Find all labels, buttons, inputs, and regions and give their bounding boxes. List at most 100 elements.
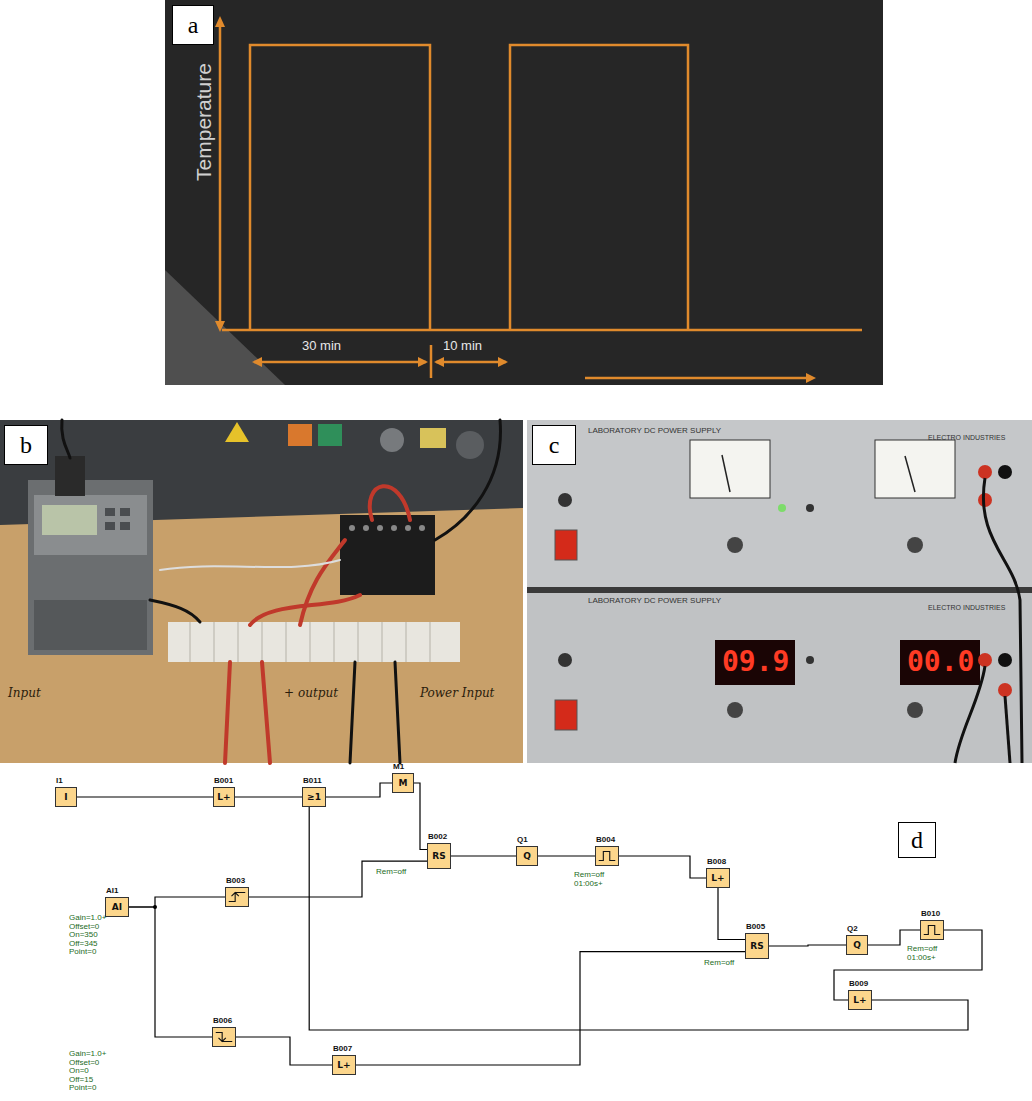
block-number: B009: [849, 979, 868, 988]
block-number: Q1: [517, 835, 528, 844]
temperature-cycle-chart-part: [222, 329, 862, 332]
axis-label: Temperature: [192, 63, 216, 181]
temperature-cycle-chart-part: [806, 373, 816, 383]
power-supply-photo-part: [875, 440, 955, 498]
board-marking: Power Input: [420, 686, 494, 700]
plc-photo: [190, 622, 430, 662]
panel-label-box: d: [898, 822, 936, 858]
block-symbol-line: [924, 926, 941, 935]
function-block: Q2Q: [846, 935, 868, 955]
temperature-cycle-chart: [220, 22, 862, 378]
front-panel-text: LABORATORY DC POWER SUPPLY: [588, 596, 721, 605]
panel-letter: d: [911, 827, 923, 854]
plc-photo-part: [168, 622, 460, 662]
plc-photo-part: [358, 622, 359, 662]
plc-photo-part: [456, 431, 484, 459]
plc-photo-part: [120, 522, 130, 530]
power-supply-photo-part: [998, 683, 1012, 697]
plc-photo-part: [190, 622, 191, 662]
function-block: B003Gain=1.0+ Offset=0 On=350 Off=345 Po…: [225, 887, 249, 907]
panel-label-box: b: [4, 425, 48, 465]
wire: [77, 796, 213, 797]
plc-photo-part: [363, 525, 369, 531]
block-symbol: M: [399, 778, 408, 788]
plc-photo-part: [350, 662, 355, 763]
block-symbol: RS: [750, 941, 763, 951]
block-number: B011: [303, 776, 322, 785]
block-symbol: ≥1: [307, 792, 321, 802]
plc-photo-part: [34, 495, 147, 555]
block-parameter: Gain=1.0+ Offset=0 On=350 Off=345 Point=…: [69, 914, 115, 957]
temperature-cycle-chart-part: [215, 321, 225, 332]
plc-photo-part: [160, 560, 340, 570]
power-supply-photo-part: [715, 640, 795, 685]
wire: [129, 907, 212, 1037]
plc-photo-part: [225, 422, 249, 442]
panel-letter: c: [549, 432, 560, 459]
block-number: B001: [214, 776, 233, 785]
temperature-cycle-chart: [215, 16, 816, 383]
block-number: Q2: [847, 924, 858, 933]
plc-photo-part: [120, 508, 130, 516]
plc-photo-part: [225, 662, 230, 763]
plc-photo: [62, 420, 501, 763]
plc-photo-part: [349, 525, 355, 531]
block-number: M1: [393, 762, 404, 771]
block-parameter: Rem=off: [376, 868, 426, 877]
plc-photo-part: [34, 600, 147, 650]
temperature-cycle-chart-part: [434, 357, 444, 367]
function-block: B006Gain=1.0+ Offset=0 On=0 Off=15 Point…: [212, 1027, 236, 1047]
dimension-label: 30 min: [302, 338, 341, 353]
block-parameter: Rem=off 01:00s+: [907, 945, 949, 962]
block-number: B010: [921, 909, 940, 918]
function-block: B009L+: [848, 990, 872, 1010]
temperature-cycle-chart-part: [165, 0, 883, 385]
power-supply-photo-part: [955, 666, 985, 763]
block-parameter: Gain=1.0+ Offset=0 On=0 Off=15 Point=0: [69, 1050, 115, 1093]
temperature-cycle-chart-part: [436, 361, 506, 364]
plc-photo-part: [419, 525, 425, 531]
board-marking: +: [284, 686, 294, 700]
temperature-cycle-chart-part: [254, 361, 426, 364]
plc-photo-part: [288, 424, 312, 446]
temperature-cycle-chart-part: [165, 270, 285, 385]
power-supply-photo-part: [722, 455, 730, 492]
plc-photo-part: [391, 525, 397, 531]
plc-photo-part: [262, 662, 270, 763]
plc-photo-part: [430, 622, 431, 662]
block-symbol-graphic: [596, 847, 618, 865]
block-number: B007: [333, 1044, 352, 1053]
plc-photo-part: [310, 622, 311, 662]
power-supply-photo-part: [806, 656, 814, 664]
power-supply-photo-part: [998, 465, 1012, 479]
block-symbol-line: [216, 1033, 233, 1042]
power-supply-photo-part: [900, 640, 980, 685]
wire: [769, 945, 846, 946]
function-block: B004Rem=off 01:00s+: [595, 846, 619, 866]
plc-photo-part: [318, 424, 342, 446]
block-parameter: Rem=off 01:00s+: [574, 871, 616, 888]
block-number: I1: [56, 776, 63, 785]
block-number: AI1: [106, 886, 118, 895]
power-supply-photo: [955, 478, 1022, 763]
power-supply-photo-part: [1005, 696, 1010, 763]
wire: [619, 856, 706, 878]
block-number: B004: [596, 835, 615, 844]
wire: [718, 888, 745, 940]
plc-photo-part: [150, 600, 200, 622]
power-supply-photo-part: [558, 653, 572, 667]
board-marking: Input: [8, 686, 41, 700]
wire: [309, 807, 968, 1030]
block-symbol-graphic: [213, 1028, 235, 1046]
plc-photo-part: [55, 456, 85, 496]
plc-photo-part: [28, 480, 153, 655]
block-symbol-line: [599, 852, 616, 861]
function-block: B008L+: [706, 868, 730, 888]
digital-readout: 00.0: [903, 643, 978, 680]
temperature-cycle-chart-part: [418, 357, 428, 367]
wire: [868, 930, 920, 945]
block-number: B003: [226, 876, 245, 885]
plc-photo-part: [300, 540, 345, 625]
block-symbol: I: [64, 792, 67, 802]
